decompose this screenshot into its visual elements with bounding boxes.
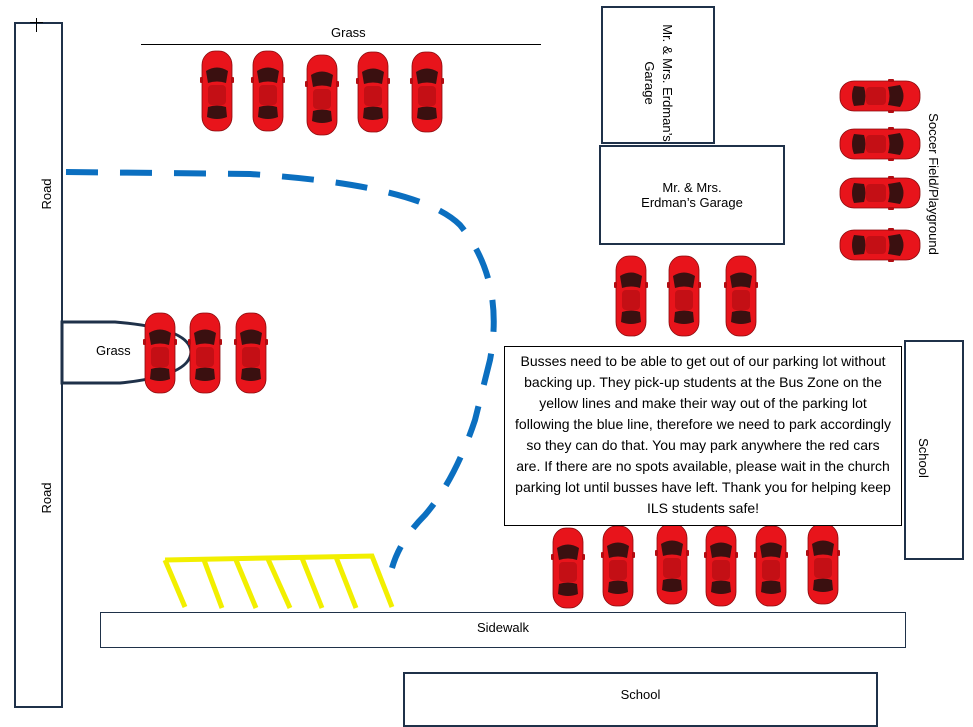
bus-route-line (65, 169, 497, 569)
instructions-note: Busses need to be able to get out of our… (504, 346, 902, 526)
car-icon (304, 54, 340, 136)
sidewalk: Sidewalk (100, 612, 906, 648)
car-icon (187, 312, 223, 394)
car-icon (723, 255, 759, 337)
bus-zone-lines (162, 553, 395, 610)
car-icon (233, 312, 269, 394)
car-icon (666, 255, 702, 337)
grass-top-label: Grass (331, 25, 366, 40)
school-right (904, 340, 964, 560)
grass-top-line (141, 44, 541, 45)
car-icon (654, 523, 690, 605)
car-icon (839, 78, 921, 114)
cursor-mark (36, 18, 37, 32)
school-bottom: School (403, 672, 878, 727)
car-icon (703, 525, 739, 607)
car-icon (550, 527, 586, 609)
car-icon (355, 51, 391, 133)
grass-left-label: Grass (96, 343, 131, 358)
car-icon (753, 525, 789, 607)
garage-vertical (601, 6, 715, 144)
car-icon (409, 51, 445, 133)
car-icon (839, 126, 921, 162)
car-icon (600, 525, 636, 607)
garage-horizontal-label-line2: Erdman’s Garage (641, 195, 743, 210)
road (14, 22, 63, 708)
school-bottom-label: School (620, 687, 661, 702)
car-icon (805, 523, 841, 605)
garage-horizontal: Mr. & Mrs. Erdman’s Garage (599, 145, 785, 245)
car-icon (199, 50, 235, 132)
cursor-mark-cross (30, 22, 43, 23)
car-icon (613, 255, 649, 337)
car-icon (839, 227, 921, 263)
car-icon (142, 312, 178, 394)
sidewalk-label: Sidewalk (476, 619, 530, 635)
garage-horizontal-label-line1: Mr. & Mrs. (662, 180, 722, 195)
car-icon (839, 175, 921, 211)
car-icon (250, 50, 286, 132)
